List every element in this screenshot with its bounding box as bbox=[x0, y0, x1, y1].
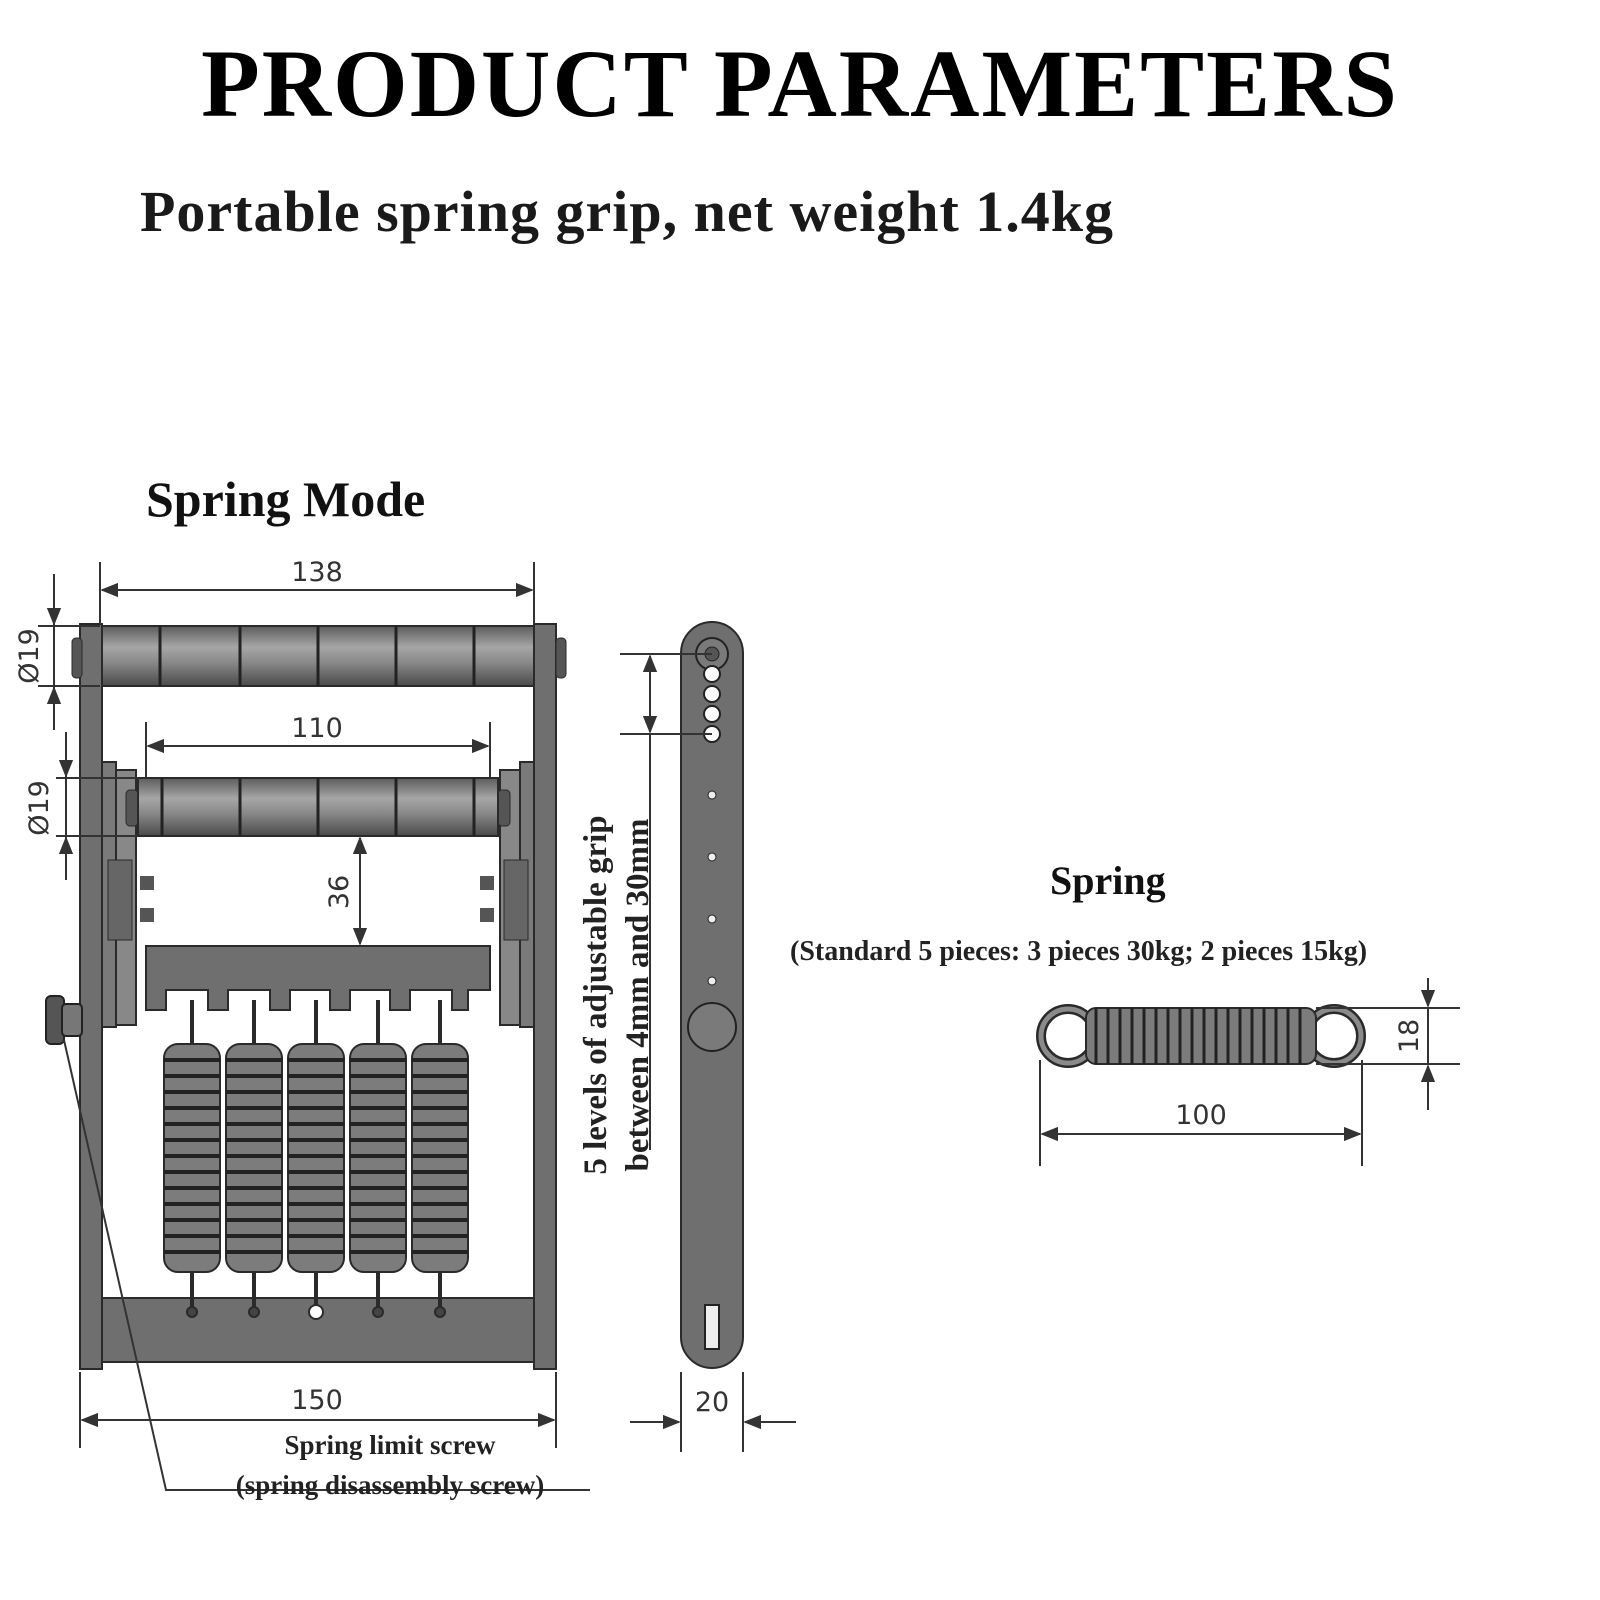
spring-limit-screw bbox=[45, 995, 83, 1045]
page-subtitle: Portable spring grip, net weight 1.4kg bbox=[140, 179, 1115, 244]
dim-top-handle-diameter: Ø19 bbox=[14, 628, 45, 684]
dim-top-width: 138 bbox=[291, 557, 343, 588]
screw-label-line1: Spring limit screw bbox=[284, 1430, 496, 1460]
screw-leader-line bbox=[63, 1039, 590, 1491]
spring-standard-note: (Standard 5 pieces: 3 pieces 30kg; 2 pie… bbox=[790, 936, 1368, 967]
front-dimension-labels: 138 110 Ø19 Ø19 36 150 bbox=[14, 557, 355, 1416]
spring-heading: Spring bbox=[1050, 858, 1166, 903]
dim-inner-width: 110 bbox=[291, 713, 343, 744]
dim-spring-diameter: 18 bbox=[1394, 1019, 1425, 1053]
spring-limit-screw-label: Spring limit screw (spring disassembly s… bbox=[180, 1425, 600, 1505]
gripper-front-view bbox=[45, 623, 590, 1491]
adjustable-grip-note: 5 levels of adjustable grip between 4mm … bbox=[575, 765, 665, 1225]
screw-label-line2: (spring disassembly screw) bbox=[235, 1470, 545, 1500]
adjustable-note-line2: between 4mm and 30mm bbox=[620, 818, 656, 1172]
dim-side-bar-width: 20 bbox=[695, 1387, 729, 1418]
page-title: PRODUCT PARAMETERS bbox=[201, 30, 1399, 137]
adjustable-note-line1: 5 levels of adjustable grip bbox=[578, 815, 614, 1175]
dim-grip-gap: 36 bbox=[324, 875, 355, 909]
spring-illustration bbox=[1036, 1004, 1366, 1068]
springs bbox=[163, 1000, 469, 1320]
lower-handle bbox=[125, 777, 511, 837]
spring-mode-heading: Spring Mode bbox=[146, 471, 426, 527]
dim-lower-handle-diameter: Ø19 bbox=[24, 780, 55, 836]
side-dimensions bbox=[620, 653, 796, 1452]
dim-base-width: 150 bbox=[291, 1385, 343, 1416]
gripper-side-view bbox=[680, 621, 744, 1369]
dim-spring-length: 100 bbox=[1175, 1100, 1227, 1131]
top-handle bbox=[71, 625, 567, 687]
spring-dimensions bbox=[1039, 978, 1460, 1166]
front-dimensions bbox=[38, 562, 557, 1448]
